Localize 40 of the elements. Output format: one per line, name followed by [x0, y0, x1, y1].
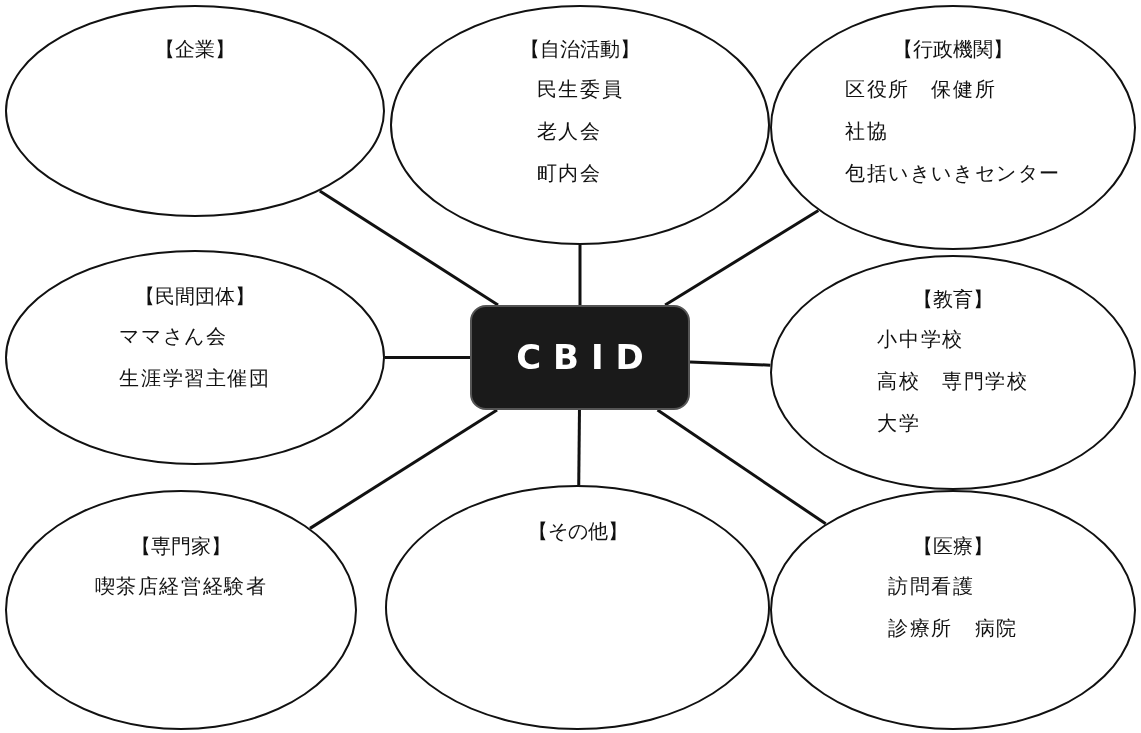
member-text: 小中学校	[877, 326, 964, 353]
category-heading: 【自治活動】	[520, 36, 640, 63]
category-heading: 【企業】	[155, 36, 235, 63]
member-text: 民生委員	[536, 76, 624, 103]
connector-line	[578, 245, 582, 305]
connector-line	[319, 189, 499, 307]
category-ellipse	[5, 250, 385, 465]
category-heading: 【民間団体】	[135, 283, 255, 310]
category-ellipse	[5, 490, 357, 730]
member-text: ママさん会	[119, 323, 228, 350]
member-text: 高校 専門学校	[877, 368, 1029, 395]
member-text: 老人会	[536, 118, 602, 145]
center-box	[470, 305, 690, 410]
category-ellipse	[390, 5, 770, 245]
category-heading: 【その他】	[527, 518, 628, 545]
connector-line	[577, 410, 581, 485]
member-text: 大学	[877, 410, 921, 437]
category-ellipse	[770, 490, 1136, 730]
category-heading: 【行政機関】	[893, 36, 1013, 63]
connector-line	[656, 408, 827, 526]
member-text: 社協	[845, 118, 889, 145]
connector-line	[385, 356, 470, 359]
member-text: 喫茶店経営経験者	[94, 573, 268, 600]
member-text: 区役所 保健所	[845, 76, 997, 103]
category-ellipse	[385, 485, 770, 730]
member-text: 町内会	[536, 160, 602, 187]
category-heading: 【医療】	[913, 533, 993, 560]
category-heading: 【専門家】	[131, 533, 231, 560]
connector-line	[689, 360, 771, 367]
connector-line	[309, 408, 498, 530]
center-title: CBID	[515, 336, 656, 379]
connector-line	[664, 209, 820, 307]
category-ellipse	[770, 255, 1136, 490]
category-ellipse	[770, 5, 1136, 250]
member-text: 訪問看護	[888, 573, 975, 600]
category-ellipse	[5, 5, 385, 217]
category-heading: 【教育】	[913, 286, 993, 313]
member-text: 診療所 病院	[888, 615, 1018, 642]
member-text: 包括いきいきセンター	[845, 160, 1061, 187]
member-text: 生涯学習主催団	[119, 365, 271, 392]
